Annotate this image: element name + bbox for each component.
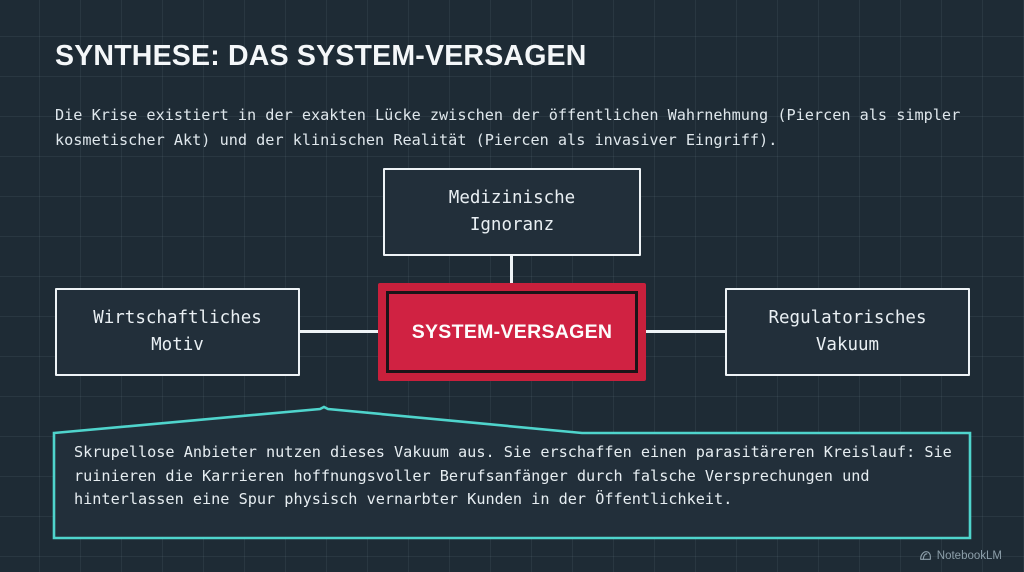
node-label: Wirtschaftliches Motiv [93, 305, 262, 359]
callout-box: Skrupellose Anbieter nutzen dieses Vakuu… [52, 398, 972, 546]
notebooklm-logo-icon [919, 549, 932, 562]
diagram-node-wirtschaftliches-motiv: Wirtschaftliches Motiv [55, 288, 300, 376]
callout-text: Skrupellose Anbieter nutzen dieses Vakuu… [74, 443, 952, 508]
page-title: SYNTHESE: DAS SYSTEM-VERSAGEN [55, 40, 587, 72]
diagram-node-regulatorisches-vakuum: Regulatorisches Vakuum [725, 288, 970, 376]
diagram-node-medizinische-ignoranz: Medizinische Ignoranz [383, 168, 641, 256]
node-label-line2: Vakuum [815, 335, 880, 355]
connector-center-to-right [646, 330, 725, 333]
connector-top-to-center [510, 256, 513, 284]
node-label-line2: Motiv [151, 335, 204, 355]
page-subtitle: Die Krise existiert in der exakten Lücke… [55, 106, 961, 149]
node-label: Medizinische Ignoranz [449, 185, 575, 239]
node-label-line2: Ignoranz [469, 215, 555, 235]
node-label-line1: Medizinische [448, 188, 576, 208]
node-label-line1: Wirtschaftliches [93, 308, 262, 328]
notebooklm-watermark: NotebookLM [919, 549, 1002, 562]
notebooklm-label: NotebookLM [936, 549, 1002, 562]
node-inner-frame: SYSTEM-VERSAGEN [386, 291, 638, 373]
callout-outline-shape [52, 405, 972, 540]
connector-left-to-center [300, 330, 379, 333]
node-label-line1: Regulatorisches [768, 308, 927, 328]
node-label: Regulatorisches Vakuum [768, 305, 926, 359]
node-label: SYSTEM-VERSAGEN [411, 320, 613, 343]
diagram-node-system-versagen: SYSTEM-VERSAGEN [378, 283, 646, 381]
